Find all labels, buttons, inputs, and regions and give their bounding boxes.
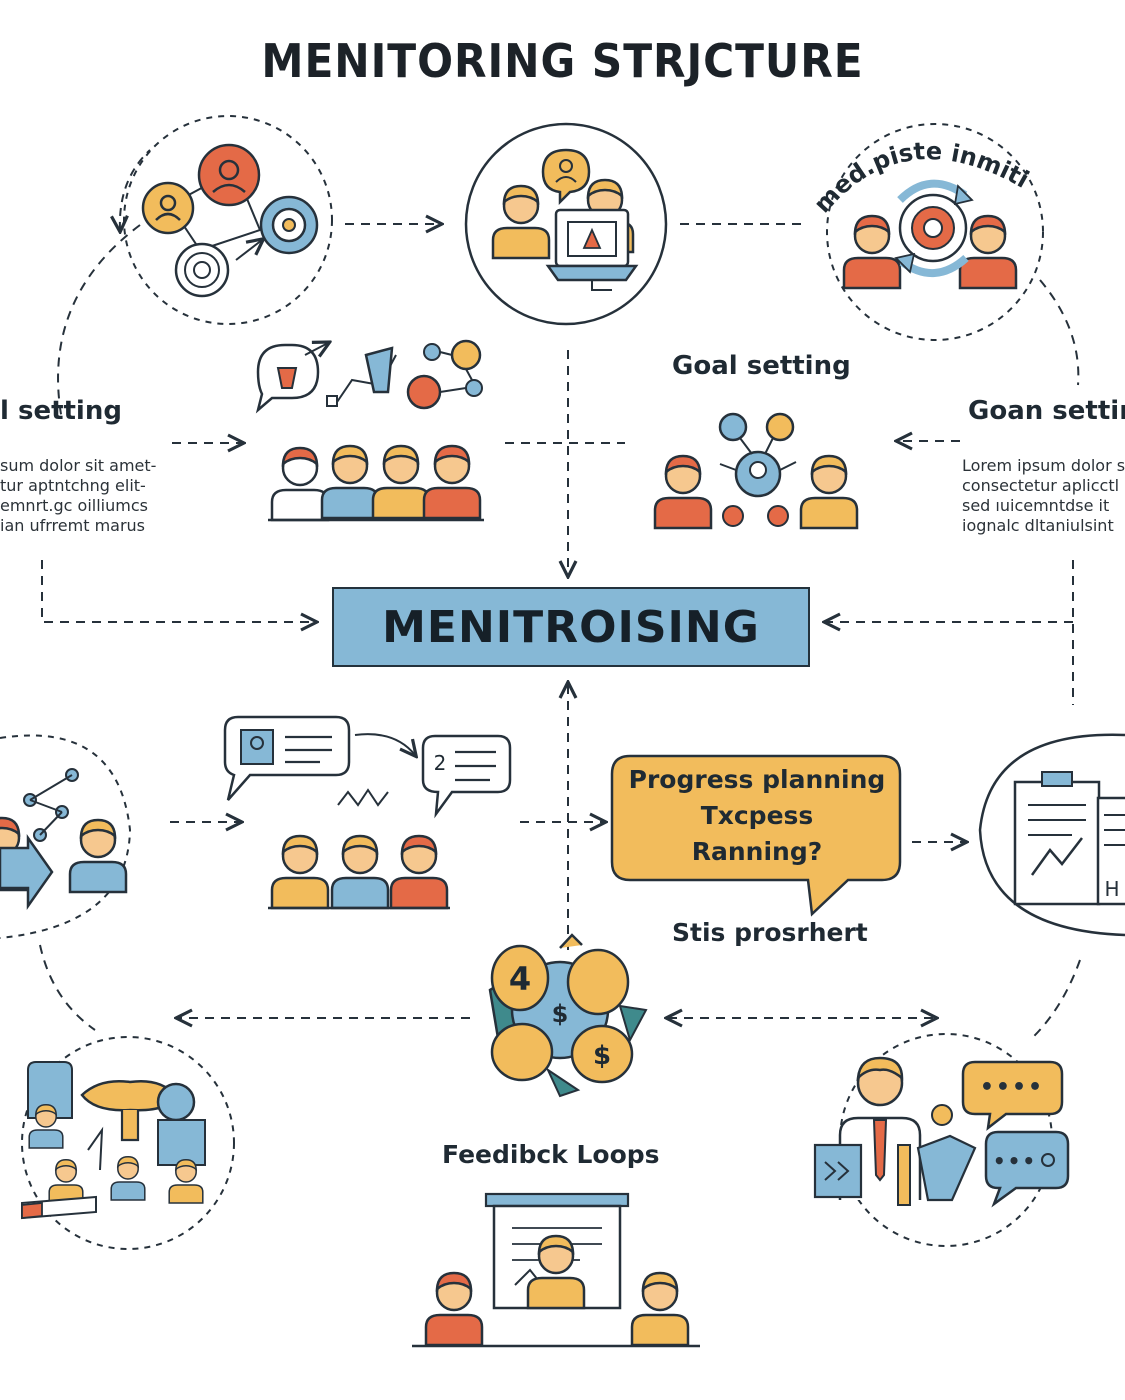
right-paragraph: Lorem ipsum dolor s consectetur aplicctl… — [962, 456, 1125, 535]
loop-right-bottom — [1029, 959, 1081, 1041]
chat-dots-small: ••• — [993, 1149, 1037, 1173]
coins-cluster-icon — [488, 933, 648, 1098]
chat-number: 2 — [434, 751, 447, 775]
goal-setting-icon — [653, 412, 859, 530]
mentor-laptop-icon — [464, 122, 668, 326]
cycle-people-icon — [826, 123, 1044, 341]
center-box-label: MENITROISING — [382, 601, 760, 653]
chat-dots: •••• — [980, 1075, 1044, 1100]
loop-left-bottom — [39, 944, 96, 1031]
team-meeting-icon — [21, 1036, 235, 1250]
people-network-icon — [0, 734, 132, 939]
report-document-icon — [978, 733, 1125, 937]
arrow-right-to-box — [826, 560, 1074, 705]
goal-setting-center-label: Goal setting — [672, 351, 851, 381]
goal-setting-left-label: l setting — [0, 396, 122, 426]
network-cluster-icon — [120, 115, 333, 325]
team-ideas-icon — [255, 339, 484, 522]
presentation-board-icon — [412, 1192, 700, 1348]
presenter-chat-icon — [813, 1033, 1070, 1247]
coin-symbol-top: $ — [552, 1000, 569, 1028]
curved-label: med.piste inmiting — [0, 0, 1034, 218]
loop-left-top — [57, 224, 141, 421]
stis-prosrhert-label: Stis prosrhert — [672, 918, 868, 947]
progress-bubble-text: Progress planning Txcpess Ranning? — [628, 765, 886, 866]
group-discussion-icon — [223, 715, 512, 910]
coin-symbol-bottom: $ — [593, 1041, 611, 1071]
connectors — [39, 224, 1081, 1041]
goal-setting-right-label: Goan settir — [968, 396, 1125, 426]
center-mentoring-box: MENITROISING — [332, 587, 810, 667]
doc-letter: H — [1104, 877, 1119, 901]
feedback-loops-label: Feedibck Loops — [442, 1140, 660, 1169]
loop-right-top — [1039, 279, 1080, 386]
left-paragraph: sum dolor sit amet- tur aptntchng elit- … — [0, 456, 157, 535]
progress-planning-bubble — [610, 754, 902, 917]
page-title: MENITORING STRJCTURE — [261, 34, 864, 88]
arrow-left-to-box — [41, 560, 315, 622]
coin-number: 4 — [509, 960, 531, 998]
